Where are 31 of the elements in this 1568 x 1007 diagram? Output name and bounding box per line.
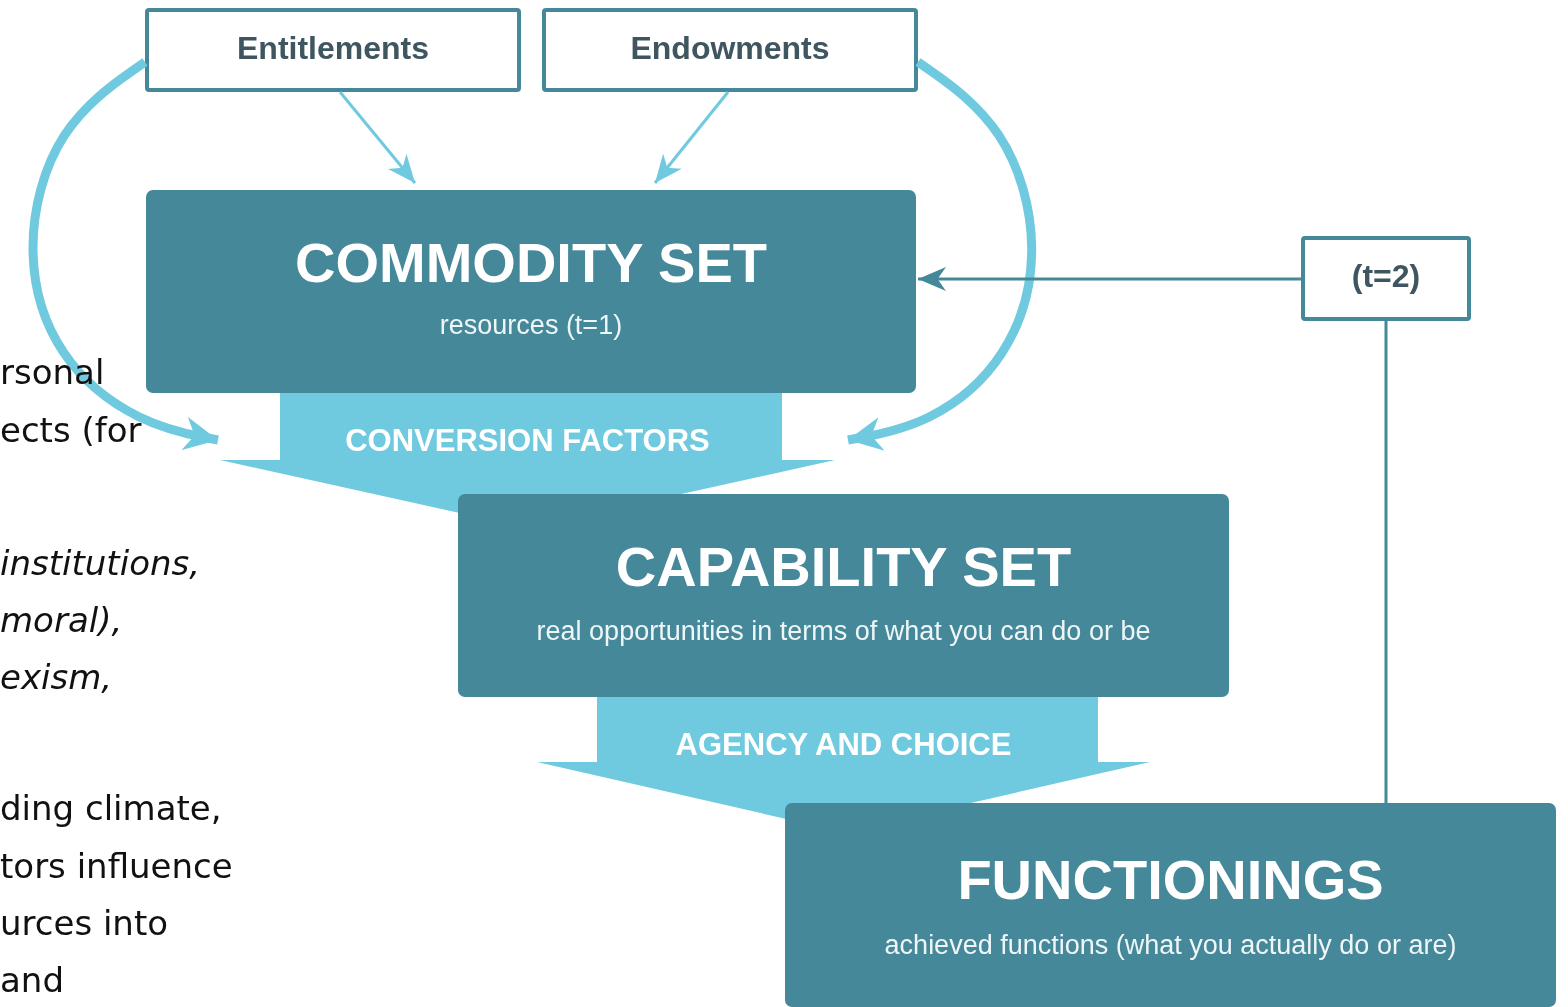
node-label: Entitlements [236,30,430,67]
label-box [145,8,521,92]
chevron-label: AGENCY AND CHOICE [674,727,1013,763]
note-text: and [0,960,64,1000]
note-text: moral), [0,600,123,640]
node-label: (t=2) [1350,258,1422,295]
connector-line [1384,321,1388,803]
note-text: tors influence [0,846,233,886]
stage-description: resources (t=1) [438,310,624,341]
label-box [542,8,918,92]
arrow [28,58,219,451]
stage-title: FUNCTIONINGS [956,847,1385,912]
arrow [918,267,1301,291]
arrow [653,91,730,184]
stage-title: COMMODITY SET [294,230,768,295]
note-text: exism, [0,657,113,697]
stage-box [785,803,1556,1007]
note-text: institutions, [0,543,200,583]
stage-title: CAPABILITY SET [614,534,1073,599]
arrow [338,91,417,184]
note-text: urces into [0,903,169,943]
node-label: Endowments [629,30,831,67]
label-box [1301,236,1471,321]
stage-box [458,494,1229,697]
note-text: ects (for [0,410,142,450]
stage-description: real opportunities in terms of what you can do or be [535,616,1152,647]
stage-box [146,190,916,393]
chevron-label: CONVERSION FACTORS [344,423,711,459]
stage-description: achieved functions (what you actually do or are) [883,930,1458,961]
note-text: ding climate, [0,788,222,828]
arrow [847,58,1037,451]
